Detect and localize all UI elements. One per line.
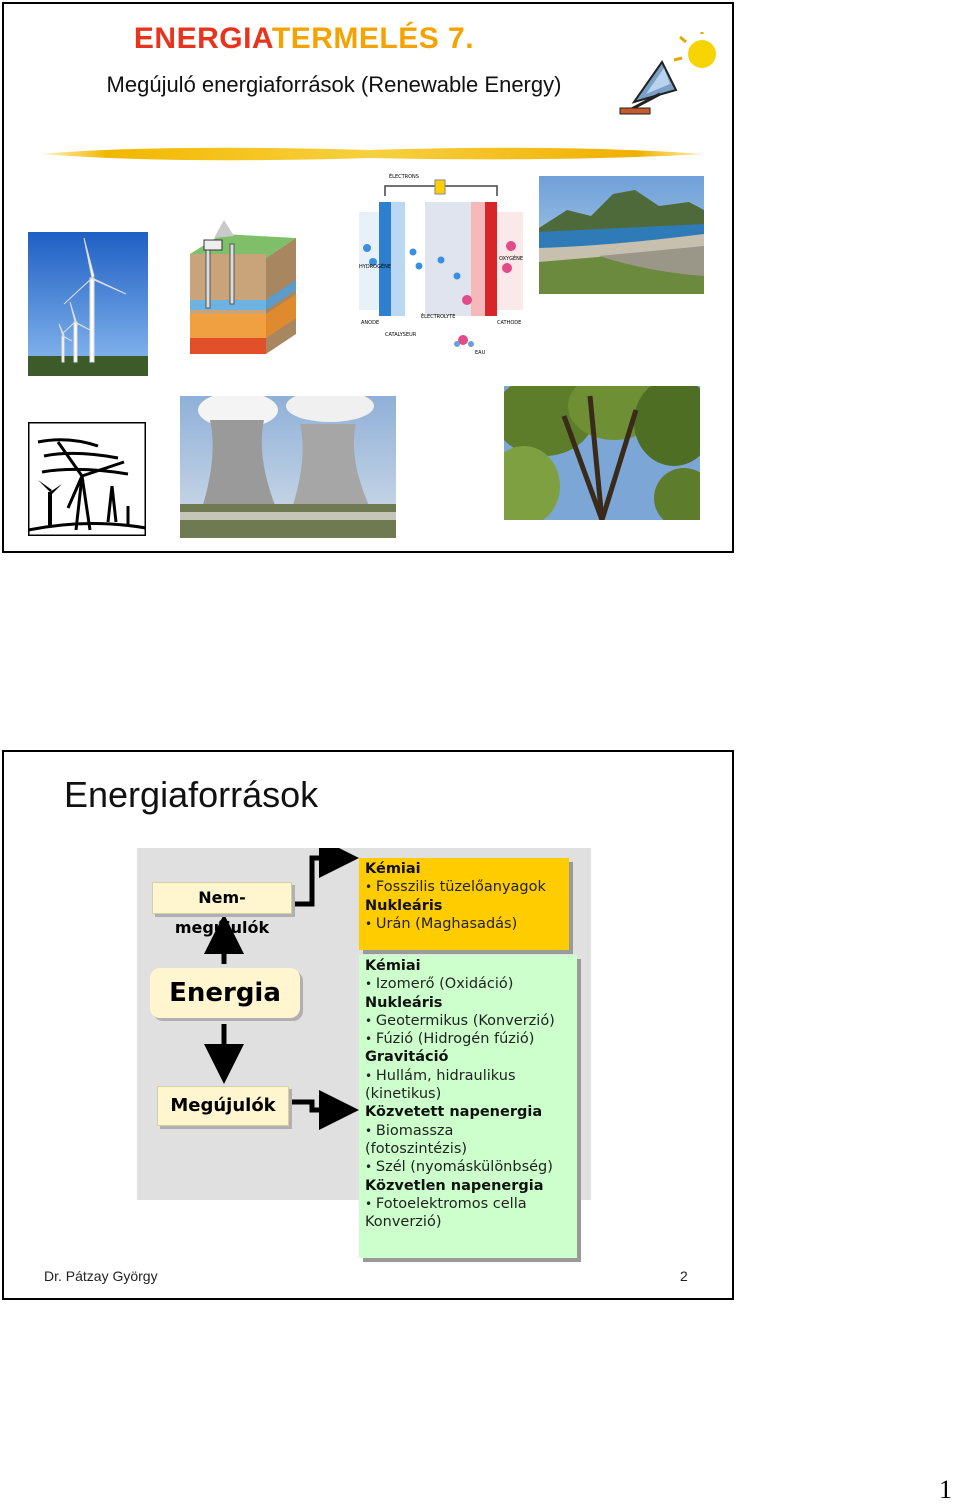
non-renewables-panel: Kémiai Fosszilis tüzelőanyagok Nukleáris… xyxy=(359,858,569,950)
panel-text: (fotoszintézis) xyxy=(365,1140,468,1157)
cooling-towers-photo xyxy=(180,396,396,538)
page-number: 1 xyxy=(939,1475,952,1504)
decorative-brush-stroke xyxy=(40,147,704,161)
footer-author: Dr. Pátzay György xyxy=(44,1268,158,1284)
panel-text: Konverzió) xyxy=(365,1214,442,1231)
label-electrons: ÉLECTRONS xyxy=(389,174,419,180)
fuel-cell-diagram: ÉLECTRONS HYDROGÈNE OXYGÈNE ANODE ÉLECTR… xyxy=(359,172,525,358)
slide-2: Energiaforrások Nem-megújulók Energia Me… xyxy=(2,750,734,1300)
panel-heading: Közvetlen napenergia xyxy=(365,1177,544,1194)
slide-1-subtitle: Megújuló energiaforrások (Renewable Ener… xyxy=(106,72,562,97)
panel-bullet: Hullám, hidraulikus xyxy=(365,1067,571,1085)
label-hydrogene: HYDROGÈNE xyxy=(359,264,392,270)
panel-bullet: Szél (nyomáskülönbség) xyxy=(365,1158,571,1176)
panel-bullet: Urán (Maghasadás) xyxy=(365,915,563,933)
panel-bullet: Geotermikus (Konverzió) xyxy=(365,1012,571,1030)
panel-bullet: Izomerő (Oxidáció) xyxy=(365,975,571,993)
footer-page-number: 2 xyxy=(680,1268,688,1284)
solar-clipart xyxy=(619,32,716,115)
panel-bullet: Fosszilis tüzelőanyagok xyxy=(365,878,563,896)
renewables-panel: Kémiai Izomerő (Oxidáció) Nukleáris Geot… xyxy=(359,955,577,1258)
energy-box: Energia xyxy=(150,968,300,1018)
panel-heading: Nukleáris xyxy=(365,897,443,914)
diagram-arrows xyxy=(204,848,359,1130)
forest-photo xyxy=(504,386,700,520)
label-catalyseur: CATALYSEUR xyxy=(385,332,417,338)
label-eau: EAU xyxy=(475,350,486,356)
panel-bullet: Fúzió (Hidrogén fúzió) xyxy=(365,1030,571,1048)
slide-1-title: ENERGIATERMELÉS 7. xyxy=(133,22,475,55)
slide-2-title: Energiaforrások xyxy=(64,774,319,815)
panel-bullet: Fotoelektromos cella xyxy=(365,1195,571,1213)
panel-bullet: Biomassza xyxy=(365,1122,571,1140)
wind-turbine-woodcut xyxy=(28,422,146,536)
wind-turbines-photo xyxy=(28,232,148,376)
panel-heading: Gravitáció xyxy=(365,1049,449,1066)
dam-photo xyxy=(539,176,704,294)
slide-1: ENERGIATERMELÉS 7. Megújuló energiaforrá… xyxy=(2,2,734,553)
panel-text: (kinetikus) xyxy=(365,1086,442,1103)
panel-heading: Közvetett napenergia xyxy=(365,1104,543,1121)
renewables-box: Megújulók xyxy=(157,1086,289,1126)
label-electrolyte: ÉLECTROLYTE xyxy=(421,314,456,320)
panel-heading: Kémiai xyxy=(365,958,421,974)
geothermal-diagram xyxy=(190,220,296,354)
label-oxygene: OXYGÈNE xyxy=(499,256,524,262)
panel-heading: Kémiai xyxy=(365,861,421,877)
label-cathode: CATHODE xyxy=(497,320,522,326)
panel-heading: Nukleáris xyxy=(365,994,443,1011)
non-renewables-box: Nem-megújulók xyxy=(152,882,292,937)
label-anode: ANODE xyxy=(361,320,380,326)
